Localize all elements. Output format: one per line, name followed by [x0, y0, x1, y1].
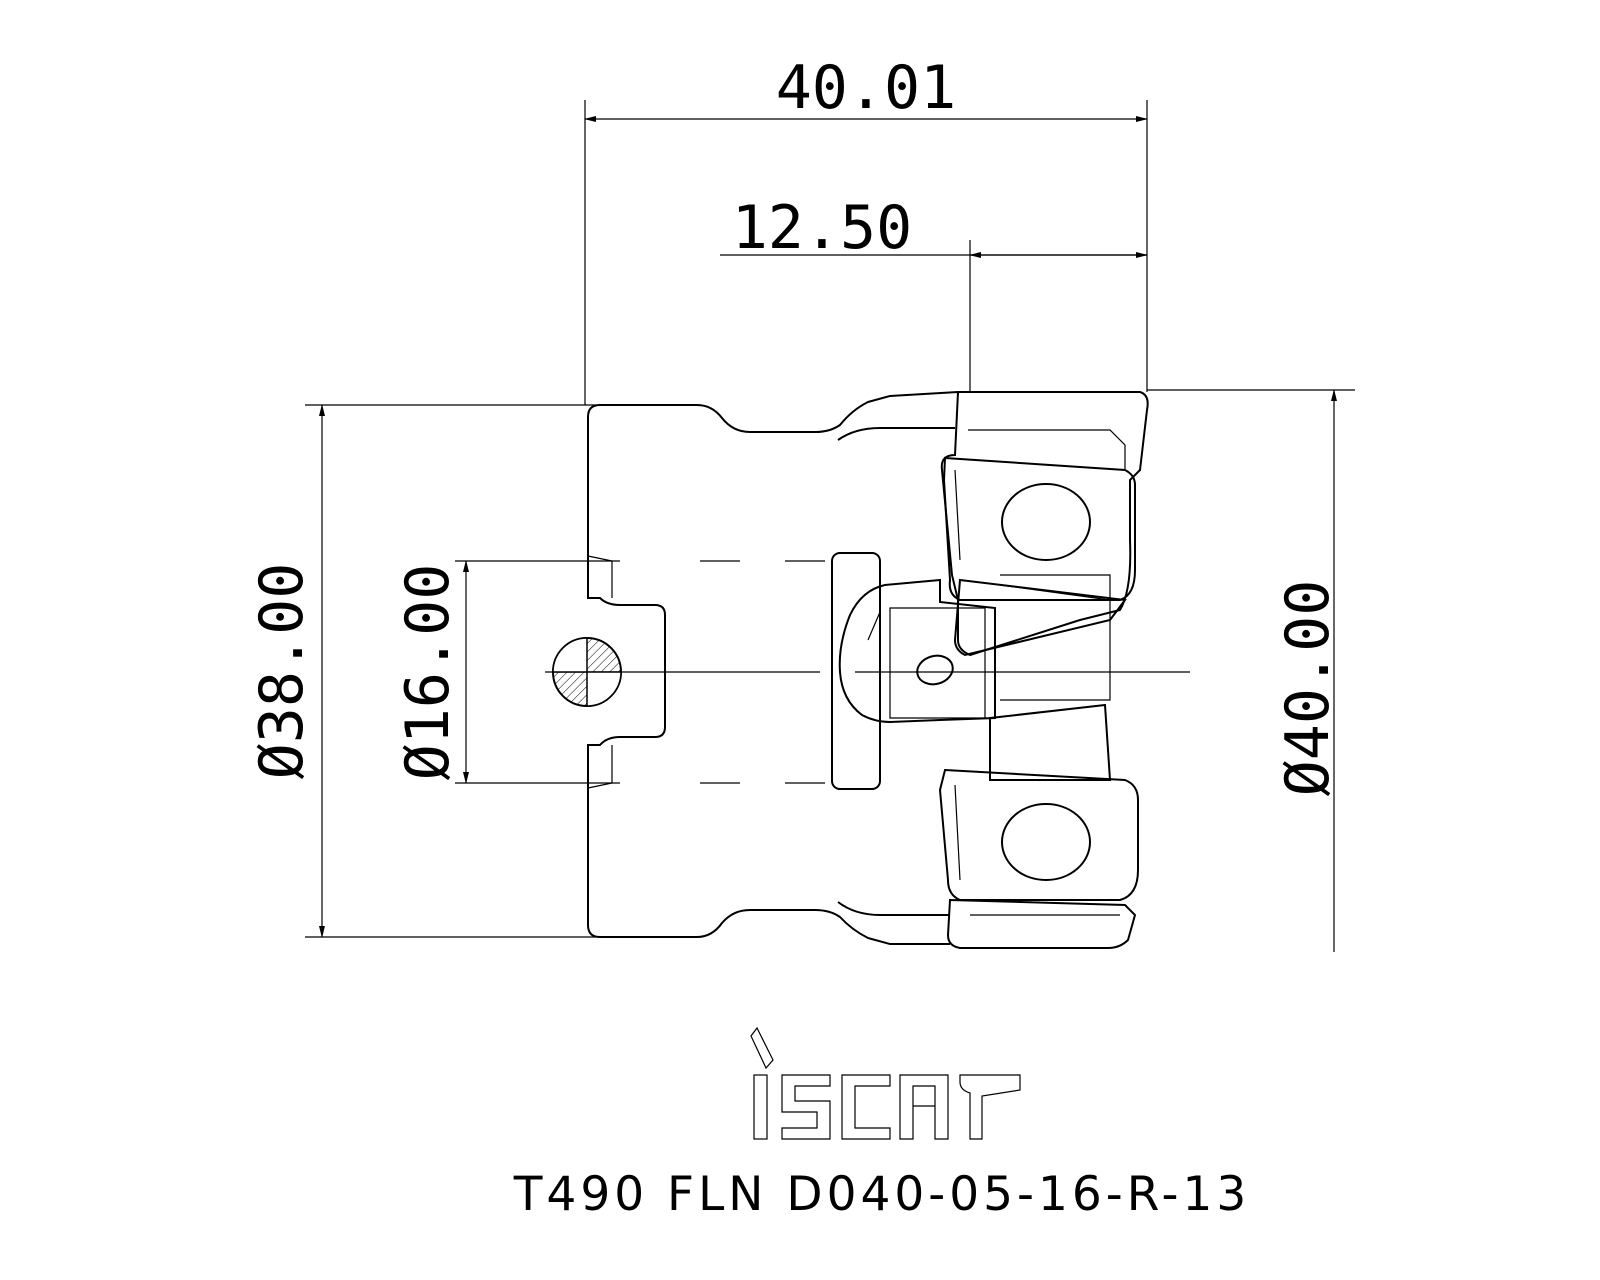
dimension-body-diameter: Ø38.00	[247, 404, 600, 938]
dimension-label-overall-length: 40.01	[776, 53, 957, 123]
tool-designation: T490 FLN D040-05-16-R-13	[513, 1167, 1251, 1222]
dimension-label-insert-length: 12.50	[732, 193, 913, 263]
cutting-insert-top	[940, 391, 1149, 657]
cutting-insert-bottom	[938, 768, 1139, 949]
dimension-insert-length: 12.50	[720, 193, 1148, 392]
central-pocket	[838, 578, 996, 724]
cutter-body-outline	[545, 391, 1190, 945]
dimension-overall-length: 40.01	[584, 53, 1148, 405]
coolant-hole	[552, 637, 622, 707]
iscar-logo: iscar	[750, 1026, 1021, 1140]
relief-groove	[831, 552, 881, 790]
dimension-cutting-diameter: Ø40.00	[1147, 389, 1355, 952]
dimension-label-cutting-diameter: Ø40.00	[1273, 580, 1343, 797]
dimension-label-body-diameter: Ø38.00	[247, 563, 317, 780]
dimension-label-bore-diameter: Ø16.00	[393, 564, 463, 781]
dimension-bore-diameter: Ø16.00	[393, 560, 835, 784]
